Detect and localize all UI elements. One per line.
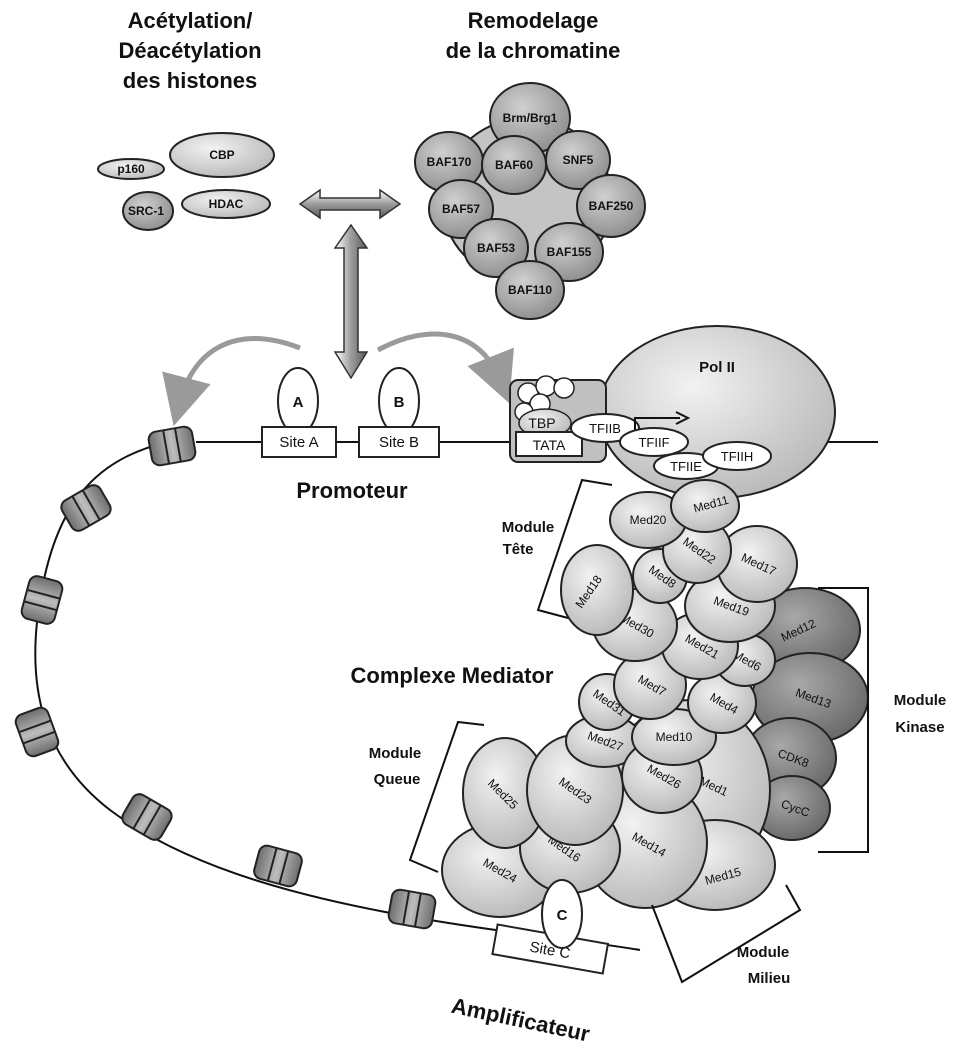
- snf5-label: SNF5: [563, 153, 594, 167]
- histone-proteins: CBP p160 SRC-1 HDAC: [98, 133, 274, 230]
- heading-acetylation-line2: Déacétylation: [118, 38, 261, 63]
- heading-acetylation-line3: des histones: [123, 68, 257, 93]
- module-milieu-line1: Module: [737, 944, 790, 961]
- heading-amplificateur: Amplificateur: [449, 993, 592, 1047]
- factor-b-label: B: [394, 394, 405, 411]
- heading-complexe-mediator: Complexe Mediator: [351, 663, 554, 688]
- horizontal-double-arrow: [300, 190, 400, 218]
- tfiih-label: TFIIH: [721, 449, 754, 464]
- module-milieu-line2: Milieu: [748, 970, 791, 987]
- hdac-label: HDAC: [209, 197, 244, 211]
- nucleosome: [58, 482, 113, 533]
- med20-label: Med20: [630, 513, 667, 527]
- module-queue-line2: Queue: [374, 771, 421, 788]
- promoter-region: A Site A B Site B Promoteur: [262, 368, 439, 503]
- src1-label: SRC-1: [128, 204, 164, 218]
- pol2: [599, 326, 835, 498]
- pol2-label: Pol II: [699, 359, 735, 376]
- factor-a-label: A: [293, 394, 304, 411]
- module-tete-line1: Module: [502, 519, 555, 536]
- tfiif-label: TFIIF: [638, 435, 669, 450]
- taf-subunit: [554, 378, 574, 398]
- vertical-double-arrow: [335, 225, 367, 378]
- heading-acetylation-line1: Acétylation/: [128, 8, 253, 33]
- remodeling-complex: Brm/Brg1 BAF170 BAF60 SNF5 BAF57 BAF250 …: [415, 83, 645, 319]
- module-kinase-line2: Kinase: [895, 719, 944, 736]
- module-kinase-line1: Module: [894, 692, 947, 709]
- module-tete-line2: Tête: [503, 541, 534, 558]
- nucleosome: [20, 574, 64, 625]
- tata-label: TATA: [533, 437, 566, 453]
- site-b-label: Site B: [379, 434, 419, 451]
- tfiie-label: TFIIE: [670, 459, 702, 474]
- baf60-label: BAF60: [495, 158, 533, 172]
- baf57-label: BAF57: [442, 202, 480, 216]
- med10-label: Med10: [656, 730, 693, 744]
- brm-label: Brm/Brg1: [503, 111, 558, 125]
- tfiib-label: TFIIB: [589, 421, 621, 436]
- heading-remodelage: Remodelage de la chromatine: [446, 8, 621, 63]
- p160-label: p160: [117, 162, 145, 176]
- heading-remodelage-line1: Remodelage: [468, 8, 599, 33]
- tbp-label: TBP: [528, 415, 555, 431]
- baf110-label: BAF110: [508, 283, 552, 297]
- nucleosome: [119, 791, 174, 842]
- nucleosome: [147, 425, 196, 466]
- nucleosome: [387, 888, 436, 929]
- baf155-label: BAF155: [547, 245, 592, 259]
- taf-subunit: [536, 376, 556, 396]
- baf53-label: BAF53: [477, 241, 515, 255]
- factor-c-label: C: [557, 907, 568, 924]
- heading-promoteur: Promoteur: [296, 478, 408, 503]
- site-a-label: Site A: [279, 434, 318, 451]
- pol2-complex: Pol II TBP TATA TFIIB TFIIF TFIIE TFIIH: [510, 326, 835, 498]
- baf250-label: BAF250: [589, 199, 634, 213]
- module-queue-line1: Module: [369, 745, 422, 762]
- baf170-label: BAF170: [427, 155, 472, 169]
- heading-acetylation: Acétylation/ Déacétylation des histones: [118, 8, 261, 93]
- nucleosome: [14, 706, 61, 759]
- cbp-label: CBP: [209, 148, 234, 162]
- heading-remodelage-line2: de la chromatine: [446, 38, 621, 63]
